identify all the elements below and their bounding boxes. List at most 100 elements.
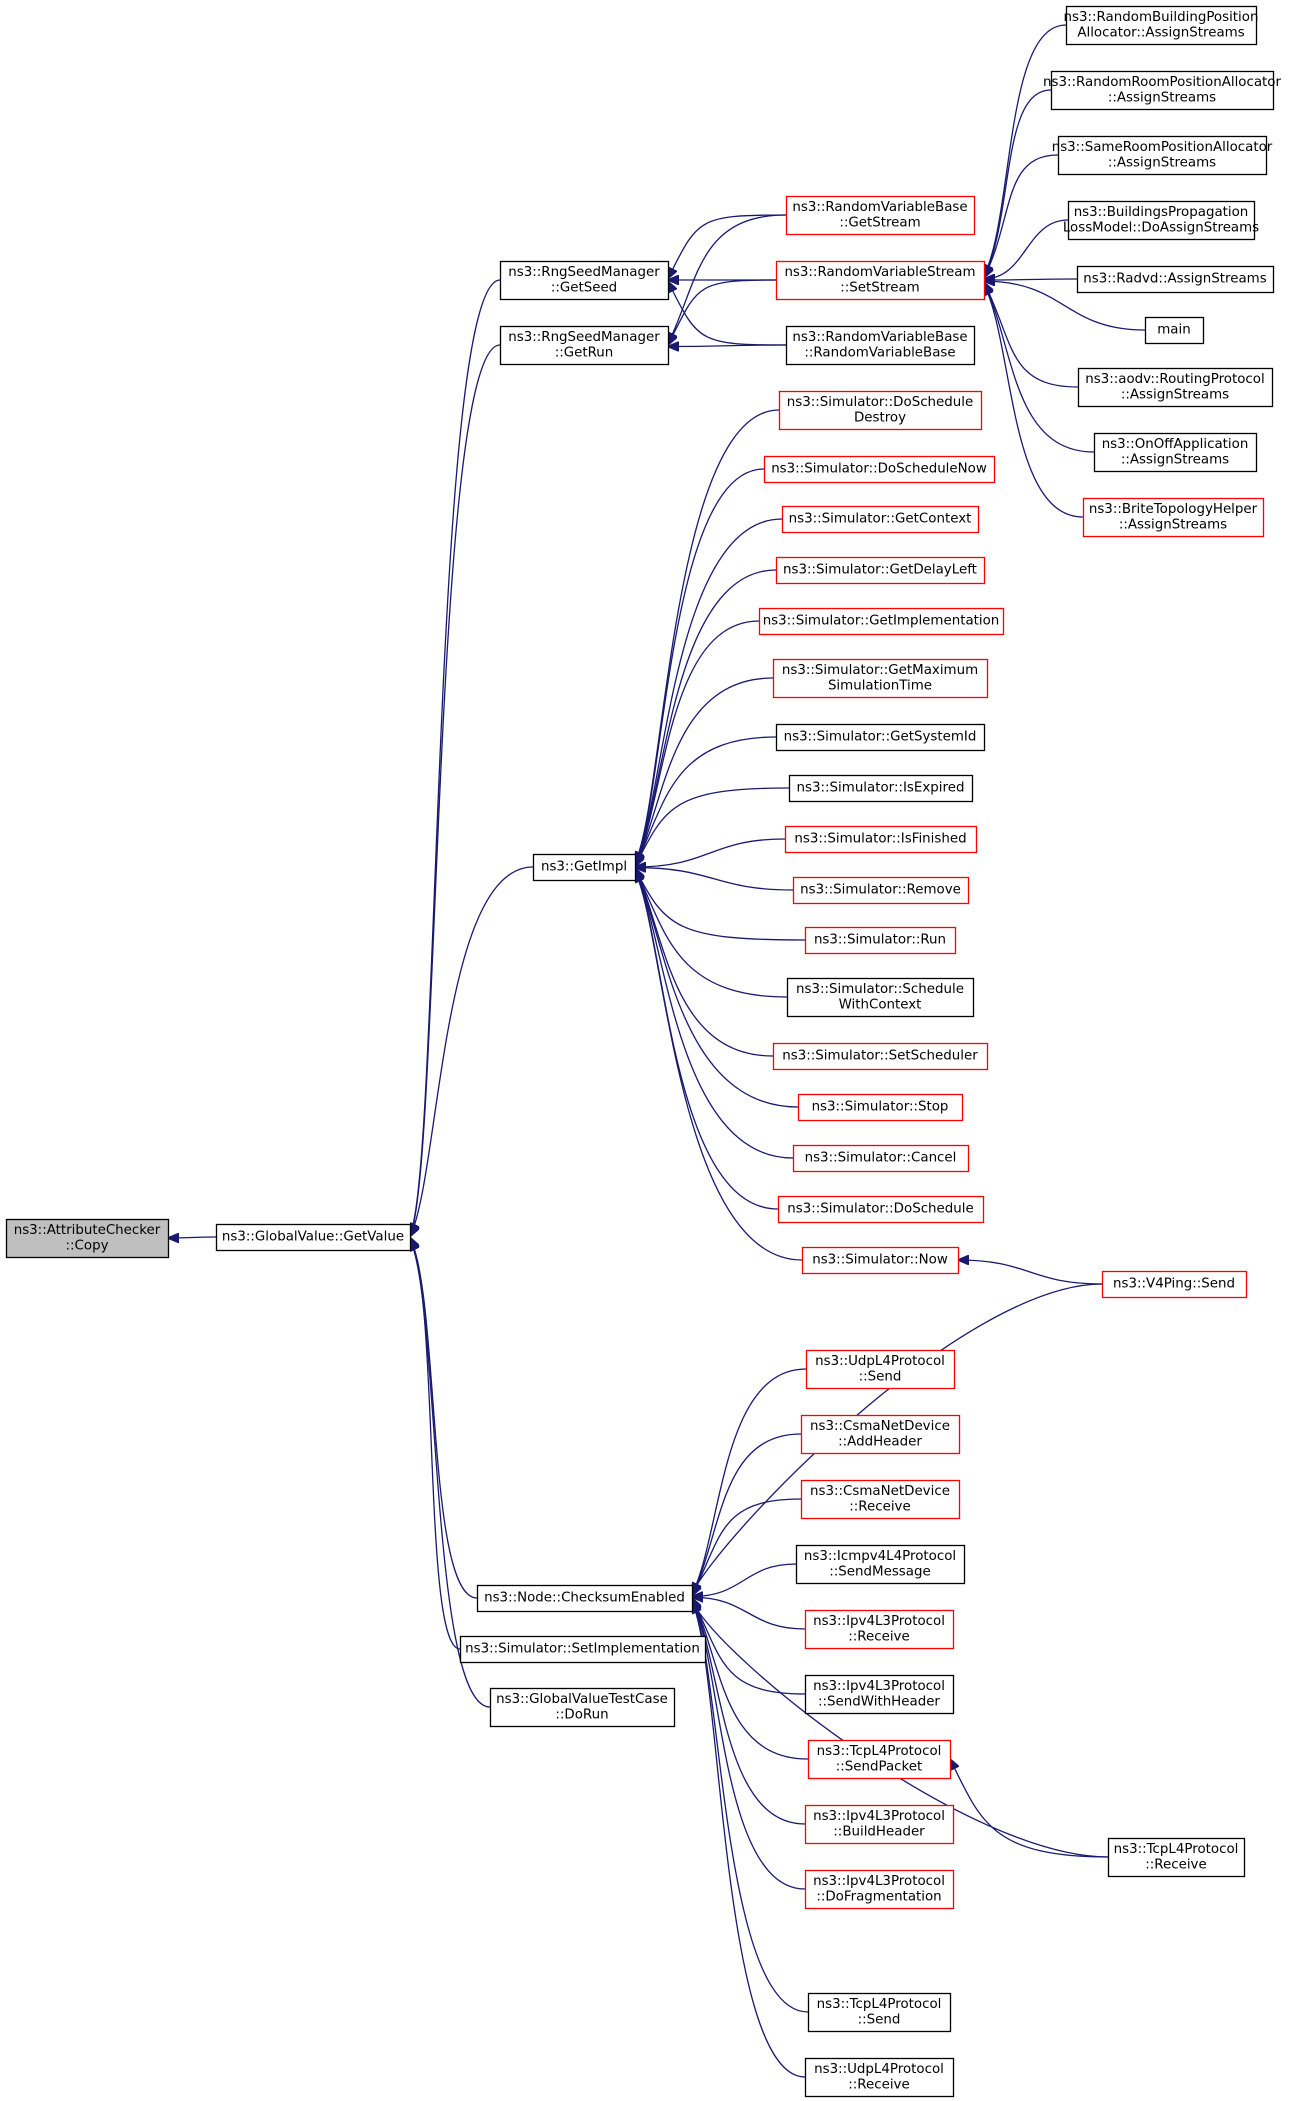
node-setimpl[interactable]: ns3::Simulator::SetImplementation [459,1635,707,1664]
node-tcp-sendpacket[interactable]: ns3::TcpL4Protocol::SendPacket [807,1739,952,1780]
node-cancel[interactable]: ns3::Simulator::Cancel [792,1144,970,1173]
edge-main-to-rvs-setstream [984,281,1146,331]
node-getimplementation[interactable]: ns3::Simulator::GetImplementation [758,607,1005,636]
node-box [792,876,970,905]
node-label: ns3::CsmaNetDevice [810,1419,950,1434]
node-udp-send[interactable]: ns3::UdpL4Protocol::Send [805,1349,956,1390]
node-getrun[interactable]: ns3::RngSeedManager::GetRun [499,325,670,366]
node-getcontext[interactable]: ns3::Simulator::GetContext [781,505,980,534]
edge-getdelayleft-to-getimpl [635,569,777,864]
node-main[interactable]: main [1144,316,1205,345]
node-remove[interactable]: ns3::Simulator::Remove [792,876,970,905]
node-rvb-getstream[interactable]: ns3::RandomVariableBase::GetStream [785,195,976,236]
node-rvb-rvb[interactable]: ns3::RandomVariableBase::RandomVariableB… [785,325,976,366]
node-label: ns3::Radvd::AssignStreams [1083,272,1266,287]
node-rrpa[interactable]: ns3::RandomRoomPositionAllocator::Assign… [1043,70,1282,111]
edge-rvb-getstream-to-getseed [668,214,787,279]
node-label: ns3::RandomVariableBase [792,200,967,215]
node-label: ns3::Ipv4L3Protocol [813,1679,945,1694]
node-icmp[interactable]: ns3::Icmpv4L4Protocol::SendMessage [795,1544,966,1585]
node-box [800,1479,961,1520]
node-csma-add[interactable]: ns3::CsmaNetDevice::AddHeader [800,1414,961,1455]
node-tcp-send[interactable]: ns3::TcpL4Protocol::Send [807,1992,952,2033]
node-label: ns3::Simulator::Remove [800,883,961,898]
node-box [784,825,978,854]
node-doschedule[interactable]: ns3::Simulator::DoSchedule [777,1195,985,1224]
node-getseed[interactable]: ns3::RngSeedManager::GetSeed [499,260,670,301]
node-isfinished[interactable]: ns3::Simulator::IsFinished [784,825,978,854]
node-rvs-setstream[interactable]: ns3::RandomVariableStream::SetStream [775,260,986,301]
node-box [805,1349,956,1390]
node-gvtc[interactable]: ns3::GlobalValueTestCase::DoRun [489,1687,676,1728]
node-udp-recv[interactable]: ns3::UdpL4Protocol::Receive [804,2057,955,2098]
node-layer: ns3::AttributeChecker::Copyns3::GlobalVa… [5,5,1282,2098]
node-ipv4-recv[interactable]: ns3::Ipv4L3Protocol::Receive [804,1609,955,1650]
node-label: ns3::Simulator::GetContext [789,512,972,527]
node-label: ns3::Node::ChecksumEnabled [484,1591,685,1606]
node-box [1101,1270,1248,1299]
node-brite[interactable]: ns3::BriteTopologyHelper::AssignStreams [1082,497,1265,538]
node-label: ::GetRun [555,345,614,360]
node-dsn[interactable]: ns3::Simulator::DoScheduleNow [763,455,996,484]
node-setscheduler[interactable]: ns3::Simulator::SetScheduler [772,1042,989,1071]
node-box [499,260,670,301]
node-label: ::GetStream [839,215,920,230]
node-box [772,658,989,699]
edge-brite-to-rvs-setstream [984,285,1084,518]
node-label: ns3::RngSeedManager [508,330,660,345]
node-label: ns3::Ipv4L3Protocol [813,1809,945,1824]
edge-aodv-to-rvs-setstream [984,282,1079,388]
node-rbpa[interactable]: ns3::RandomBuildingPositionAllocator::As… [1064,5,1259,46]
node-getimpl[interactable]: ns3::GetImpl [532,853,637,882]
edge-ipv4-swh-to-checksum [692,1598,806,1695]
node-getvalue[interactable]: ns3::GlobalValue::GetValue [215,1223,412,1252]
node-box [532,853,637,882]
node-label: ns3::RandomVariableStream [784,265,975,280]
node-now[interactable]: ns3::Simulator::Now [801,1246,960,1275]
node-label: ns3::Simulator::GetDelayLeft [783,563,977,578]
node-box [1050,70,1275,111]
node-label: ns3::RandomBuildingPosition [1064,10,1259,25]
node-ipv4-frag[interactable]: ns3::Ipv4L3Protocol::DoFragmentation [804,1869,955,1910]
node-label: ns3::UdpL4Protocol [814,2062,944,2077]
node-onoff[interactable]: ns3::OnOffApplication::AssignStreams [1093,432,1258,473]
node-label: ns3::UdpL4Protocol [815,1354,945,1369]
node-box [801,1246,960,1275]
node-run[interactable]: ns3::Simulator::Run [804,926,957,955]
node-label: ns3::OnOffApplication [1102,437,1249,452]
node-label: ns3::Simulator::SetScheduler [782,1049,978,1064]
node-bplm[interactable]: ns3::BuildingsPropagationLossModel::DoAs… [1063,200,1259,241]
node-stop[interactable]: ns3::Simulator::Stop [797,1093,964,1122]
node-box [777,1195,985,1224]
node-box [804,1609,955,1650]
node-label: ns3::Simulator::DoSchedule [787,395,973,410]
edge-onoff-to-rvs-setstream [984,283,1095,453]
node-v4ping[interactable]: ns3::V4Ping::Send [1101,1270,1248,1299]
edge-stop-to-getimpl [635,870,799,1108]
node-label: ::DoFragmentation [816,1889,941,1904]
node-label: ::SetStream [840,280,919,295]
node-isexpired[interactable]: ns3::Simulator::IsExpired [788,774,974,803]
node-tcp-recv[interactable]: ns3::TcpL4Protocol::Receive [1107,1837,1246,1878]
node-box [1107,1837,1246,1878]
edge-getimplementation-to-getimpl [635,620,760,865]
node-label: ::DoRun [555,1707,608,1722]
node-aodv[interactable]: ns3::aodv::RoutingProtocol::AssignStream… [1077,367,1274,408]
node-ipv4-swh[interactable]: ns3::Ipv4L3Protocol::SendWithHeader [804,1674,955,1715]
node-getdelayleft[interactable]: ns3::Simulator::GetDelayLeft [775,556,986,585]
node-getsystemid[interactable]: ns3::Simulator::GetSystemId [775,723,986,752]
node-srpa[interactable]: ns3::SameRoomPositionAllocator::AssignSt… [1052,135,1273,176]
node-checksum[interactable]: ns3::Node::ChecksumEnabled [476,1584,694,1613]
node-ipv4-build[interactable]: ns3::Ipv4L3Protocol::BuildHeader [804,1804,955,1845]
edge-rbpa-to-rvs-setstream [984,24,1067,276]
node-box [795,1544,966,1585]
node-label: ns3::Ipv4L3Protocol [813,1874,945,1889]
node-box [797,1093,964,1122]
node-box [778,390,983,431]
node-radvd[interactable]: ns3::Radvd::AssignStreams [1076,265,1275,294]
node-csma-recv[interactable]: ns3::CsmaNetDevice::Receive [800,1479,961,1520]
node-box [807,1992,952,2033]
